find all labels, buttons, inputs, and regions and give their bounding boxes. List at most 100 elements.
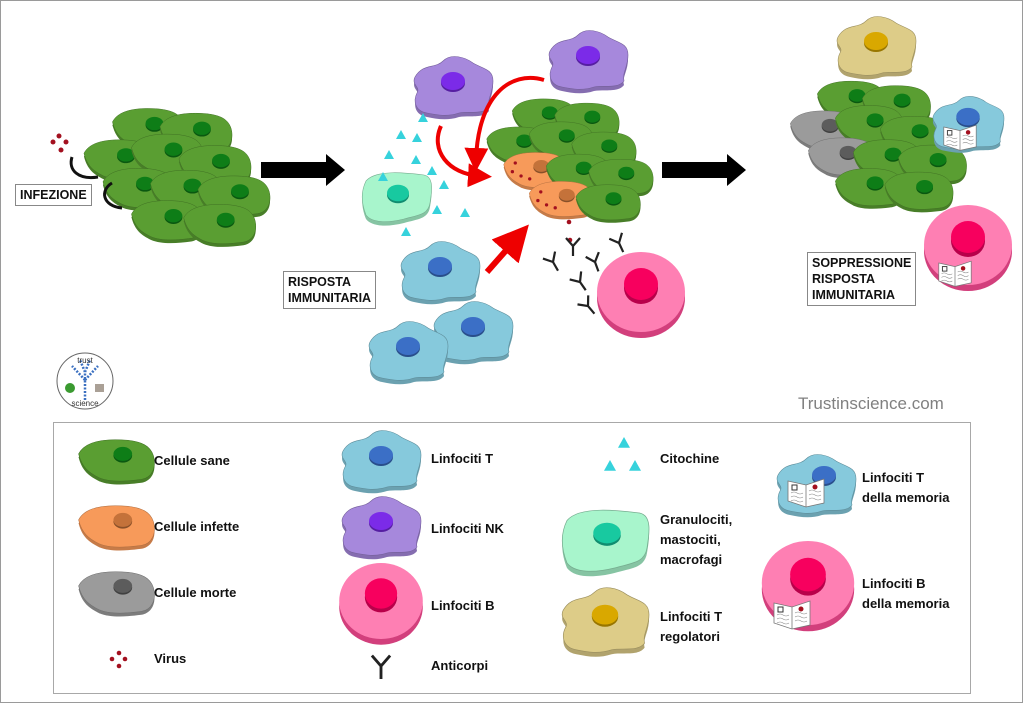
legend-memory-b-cells: Linfociti B della memoria <box>862 574 949 614</box>
virus-particle <box>566 219 572 225</box>
virus-particle <box>539 190 543 194</box>
legend-cytokines: Citochine <box>660 451 720 466</box>
healthy-cell <box>834 105 904 146</box>
legend-line: della memoria <box>862 490 950 505</box>
legend-icons <box>78 430 857 679</box>
memory-book-icon <box>943 124 977 151</box>
virus-particle <box>109 656 115 662</box>
virus-icon <box>50 133 69 153</box>
healthy-cell <box>588 158 654 198</box>
cytokine-icon <box>460 208 470 217</box>
healthy-cell <box>178 145 252 189</box>
antibody-icon <box>370 654 392 679</box>
suppression-label: SOPPRESSIONE RISPOSTA IMMUNITARIA <box>807 252 917 306</box>
cytokine-icon <box>439 180 449 189</box>
infected-cell <box>528 180 595 220</box>
logo-bottom-text: science <box>71 399 99 408</box>
healthy-cell <box>816 80 886 122</box>
nk-cell <box>548 30 629 94</box>
legend-b-cells: Linfociti B <box>431 598 495 613</box>
dead-cell-icon <box>78 571 155 617</box>
antibody-icon <box>565 237 581 256</box>
cytokine-icon <box>412 133 422 142</box>
antibody-icon <box>542 251 559 272</box>
legend-line: della memoria <box>862 596 950 611</box>
label-line: SOPPRESSIONE <box>812 256 912 270</box>
regulatory-t-cell <box>836 16 917 80</box>
healthy-cell <box>102 167 176 211</box>
legend-line: Granulociti, <box>660 512 733 527</box>
healthy-cell <box>852 139 922 180</box>
memory-book-icon <box>938 260 972 287</box>
antibody-icon <box>577 295 596 315</box>
t-cell <box>400 241 481 305</box>
healthy-cell <box>879 115 949 157</box>
cytokine-icon <box>432 205 442 214</box>
arrow-icon <box>261 154 345 186</box>
t-cell-icon <box>341 430 422 494</box>
antibody-icon <box>608 232 625 253</box>
legend-antibodies: Anticorpi <box>431 658 489 673</box>
label-line: IMMUNITARIA <box>812 288 896 302</box>
cytokine-icon <box>378 172 388 181</box>
healthy-cell <box>528 121 595 160</box>
healthy-cell <box>131 133 204 177</box>
healthy-cell <box>150 169 223 213</box>
trust-science-logo: trust science <box>56 352 114 410</box>
healthy-cell <box>571 131 637 171</box>
infected-cell-icon <box>78 505 155 551</box>
legend-healthy-cells: Cellule sane <box>154 453 230 468</box>
infection-arrows <box>69 156 123 210</box>
healthy-cell <box>897 144 967 186</box>
label-line: RISPOSTA <box>812 272 875 286</box>
memory-t-cell <box>932 95 1005 153</box>
t-cell <box>368 321 449 385</box>
cytokine-icon <box>384 150 394 159</box>
legend-line: regolatori <box>660 629 720 644</box>
legend-granulocytes: Granulociti, mastociti, macrofagi <box>660 510 732 570</box>
virus-particle <box>528 177 532 181</box>
virus-particle <box>510 170 515 174</box>
suppression-scene <box>789 16 1012 291</box>
memory-book-icon <box>773 600 811 630</box>
granulocyte-cell <box>361 172 433 226</box>
healthy-cell <box>159 112 233 156</box>
virus-particle <box>536 198 540 203</box>
virus-particle <box>544 203 549 207</box>
healthy-cell <box>83 139 157 183</box>
healthy-cell <box>112 108 185 151</box>
granulocyte-icon <box>561 509 650 577</box>
virus-particle <box>122 656 128 662</box>
cytokine-icon <box>618 437 630 448</box>
legend-dead-cells: Cellule morte <box>154 585 237 600</box>
healthy-cell <box>834 168 904 209</box>
healthy-cell-cluster <box>83 108 271 247</box>
legend: Cellule sane Cellule infette Cellule mor… <box>53 422 971 694</box>
b-cell <box>597 252 685 338</box>
healthy-cell <box>554 102 620 142</box>
arrow-icon <box>662 154 746 186</box>
healthy-cell-icon <box>78 439 155 485</box>
antibody-icon <box>585 251 600 272</box>
virus-particle <box>553 206 557 210</box>
cytokine-icon <box>604 460 616 471</box>
healthy-cell <box>884 171 954 213</box>
cytokine-icon <box>629 460 641 471</box>
infection-label: INFEZIONE <box>15 184 92 206</box>
cytokine-icon <box>396 130 406 139</box>
b-cell-icon <box>339 563 423 645</box>
healthy-cell <box>183 204 257 247</box>
t-cell <box>433 301 514 365</box>
immune-response-scene <box>361 30 685 385</box>
healthy-cell <box>861 85 931 126</box>
healthy-cell <box>545 153 612 193</box>
virus-particle <box>116 650 122 656</box>
legend-t-cells: Linfociti T <box>431 451 494 466</box>
infected-cell <box>503 152 569 191</box>
legend-line: mastociti, <box>660 532 721 547</box>
cytokine-icon <box>427 166 437 175</box>
dead-cell <box>789 110 859 152</box>
legend-infected-cells: Cellule infette <box>154 519 240 534</box>
legend-line: Linfociti T <box>862 470 925 485</box>
